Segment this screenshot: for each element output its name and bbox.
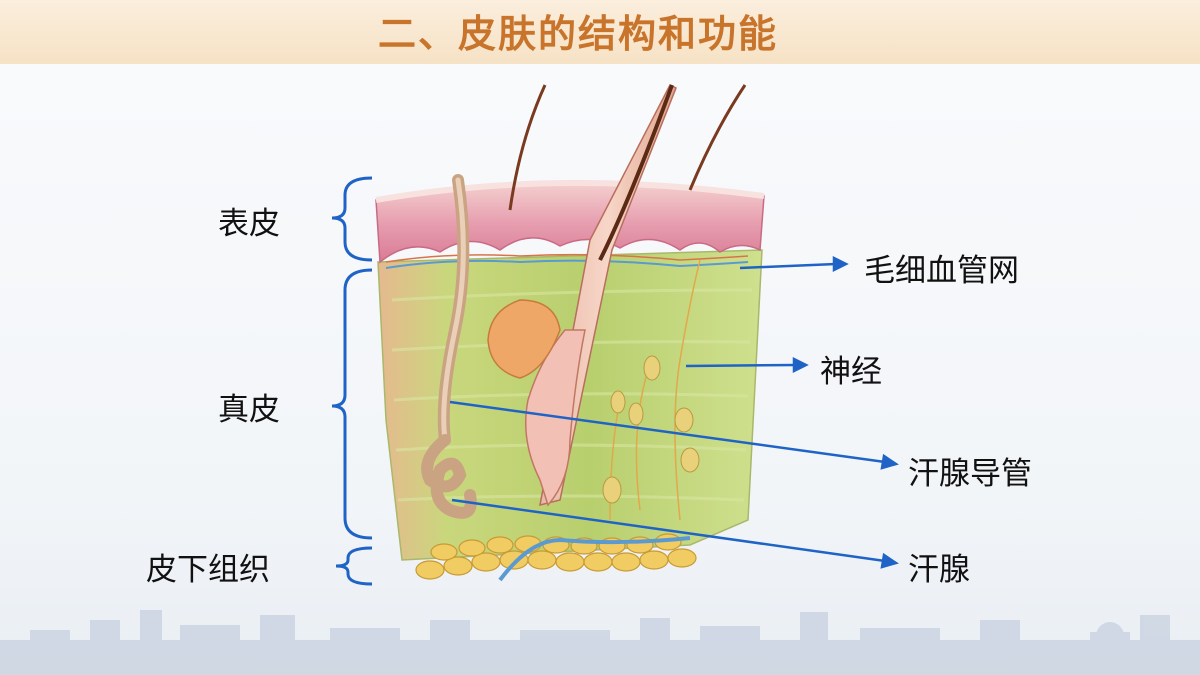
hair-shaft: [688, 84, 747, 191]
header-bar: [0, 0, 1200, 64]
blood-vessel: [498, 536, 691, 582]
label-dermis: 真皮: [218, 392, 280, 428]
label-sweat-gland: 汗腺: [908, 552, 970, 588]
capillary-network-red: [385, 253, 749, 263]
skin-surface: [375, 179, 765, 203]
label-subcutaneous: 皮下组织: [146, 552, 270, 588]
city-skyline: [0, 610, 1200, 675]
sensory-receptors: [602, 355, 700, 504]
capillary-network: [385, 259, 749, 269]
hair-shaft: [598, 84, 674, 261]
brace-dermis: [331, 268, 373, 540]
page-title: 二、皮肤的结构和功能: [378, 12, 779, 56]
brace-epidermis: [331, 176, 373, 262]
sweat-duct-inner: [441, 177, 466, 443]
label-sweat-duct: 汗腺导管: [908, 456, 1032, 492]
sweat-gland: [421, 434, 477, 519]
label-nerve: 神经: [820, 354, 882, 390]
epidermis-layer: [375, 182, 765, 264]
label-capillary-network: 毛细血管网: [864, 253, 1019, 289]
label-epidermis: 表皮: [218, 206, 280, 242]
hair-shaft: [508, 84, 547, 211]
sebaceous-gland: [487, 299, 561, 379]
brace-subcutaneous: [335, 546, 373, 586]
leader-lines: [449, 255, 899, 569]
